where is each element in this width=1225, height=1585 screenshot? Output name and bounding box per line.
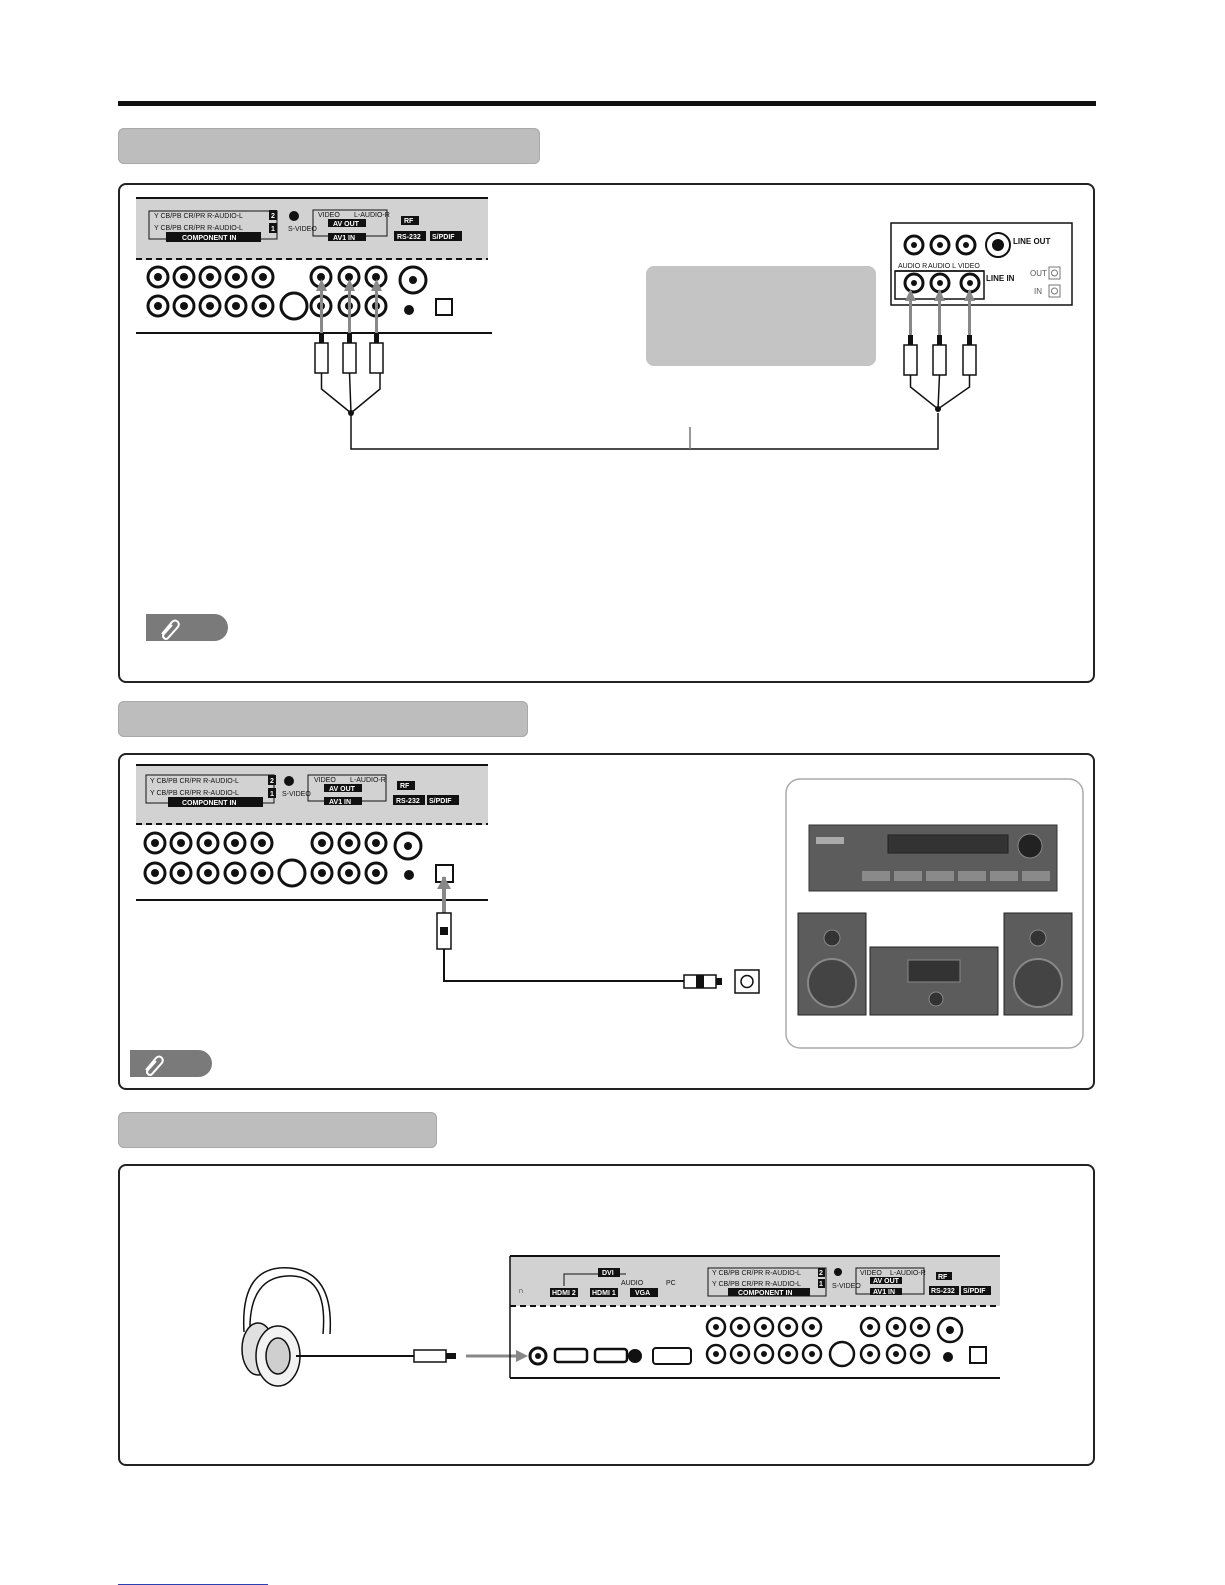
note-icon-badge [146,614,228,641]
rf-label-s3: RF [938,1274,948,1281]
vcr-rear-panel: LINE OUT AUDIO R AUDIO L VIDEO LINE IN O… [890,222,1073,306]
vga-port [652,1347,692,1365]
av1-in-label: AV1 IN [333,235,355,242]
section-tab-headphone [118,1112,437,1148]
rs232-label-s2: RS-232 [396,798,420,805]
headphone-jack-symbol: ∩ [518,1286,524,1295]
audio-port [628,1349,642,1363]
hdmi2-label: HDMI 2 [552,1290,576,1297]
headphone-diagram: ∩ HDMI 2 HDMI 1 DVI AUDIO PC VGA Y CB/PB… [241,1255,1000,1387]
spdif-label: S/PDIF [432,234,455,241]
rs232-label-s3: RS-232 [931,1288,955,1295]
out-label: OUT [1030,269,1047,278]
optical-port-s3 [969,1346,987,1364]
panel-av-out: Y CB/PB CR/PR R-AUDIO-L Y CB/PB CR/PR R-… [118,183,1095,683]
num-1-label: 1 [271,226,275,233]
component-col-labels: Y CB/PB CR/PR R-AUDIO-L [154,213,243,220]
headphone-symbol-icon [289,211,299,221]
av-out-label: AV OUT [333,221,360,228]
jack-row-top [146,265,428,321]
headphone-plug [413,1349,447,1363]
top-rule [118,101,1096,106]
section-tab-av-out [118,128,540,164]
svg-text:Y CB/PB CR/PR R-AUDIO: Y CB/PB CR/PR R-AUDIO-L [712,1281,801,1288]
optical-cable [436,876,760,994]
audio-l-label: AUDIO L [928,263,956,270]
video-label-s2: VIDEO [314,777,336,784]
paperclip-icon-2 [145,1055,164,1076]
audio-system-illustration [785,778,1084,1049]
av1-in-label-s2: AV1 IN [329,799,351,806]
rf-label-s2: RF [400,783,410,790]
tv-rear-panel-full: ∩ HDMI 2 HDMI 1 DVI AUDIO PC VGA Y CB/PB… [509,1255,1000,1379]
dvi-label: DVI [602,1270,614,1277]
audio-label: AUDIO [621,1280,644,1287]
paperclip-icon [161,619,180,640]
av-out-label-s3: AV OUT [873,1278,900,1285]
device-label-box [646,266,876,366]
av-out-diagram: Y CB/PB CR/PR R-AUDIO-L Y CB/PB CR/PR R-… [136,197,1073,450]
num-1-label-s3: 1 [819,1281,823,1288]
rs232-label: RS-232 [397,234,421,241]
tv-rear-panel: Y CB/PB CR/PR R-AUDIO-L Y CB/PB CR/PR R-… [136,197,492,334]
num-2-label-s2: 2 [270,778,274,785]
panel-spdif: Y CB/PB CR/PR R-AUDIO-L Y CB/PB CR/PR R-… [118,753,1095,1090]
spdif-diagram: Y CB/PB CR/PR R-AUDIO-L Y CB/PB CR/PR R-… [136,764,1084,1049]
num-2-label: 2 [271,213,275,220]
line-out-label: LINE OUT [1013,237,1050,246]
s-video-label-s2: S-VIDEO [282,791,311,798]
vcr-video-label: VIDEO [958,263,980,270]
rca-cable-tv-side [314,279,939,450]
svg-text:Y CB/PB CR/PR R-AU: Y CB/PB CR/PR R-AUDIO-L [154,225,243,232]
audio-lr-label: L-AUDIO-R [354,212,390,219]
hdmi1-label: HDMI 1 [592,1290,616,1297]
panel-headphone: ∩ HDMI 2 HDMI 1 DVI AUDIO PC VGA Y CB/PB… [118,1164,1095,1466]
spdif-label-s2: S/PDIF [429,798,452,805]
line-in-label: LINE IN [986,274,1015,283]
s-video-label: S-VIDEO [288,226,317,233]
component-in-label-s3: COMPONENT IN [738,1290,792,1297]
svg-text:Y CB/PB CR/PR R-AU: Y CB/PB CR/PR R-AUDIO-L [150,778,239,785]
optical-port [435,298,453,316]
rca-cable-vcr-side [903,289,977,412]
rf-label: RF [404,218,414,225]
video-label: VIDEO [318,212,340,219]
svg-text:Y CB/PB CR/PR R-AUDIO: Y CB/PB CR/PR R-AUDIO-L [712,1270,801,1277]
video-label-s3: VIDEO [860,1270,882,1277]
av1-in-label-s3: AV1 IN [873,1289,895,1296]
section-tab-spdif [118,701,528,737]
audio-lr-label-s2: L-AUDIO-R [350,777,386,784]
headphones-icon [241,1267,414,1387]
audio-r-label: AUDIO R [898,263,927,270]
note-icon-badge-2 [130,1050,212,1077]
hdmi2-port [553,1347,589,1364]
s-video-label-s3: S-VIDEO [832,1283,861,1290]
component-in-label: COMPONENT IN [182,235,236,242]
svg-text:Y CB/PB CR/PR R-AU: Y CB/PB CR/PR R-AUDIO-L [150,790,239,797]
vga-label: VGA [635,1290,650,1297]
headphone-symbol-icon-s2 [284,776,294,786]
num-2-label-s3: 2 [819,1270,823,1277]
tv-rear-panel-2: Y CB/PB CR/PR R-AUDIO-L Y CB/PB CR/PR R-… [136,764,488,901]
av-out-label-s2: AV OUT [329,786,356,793]
in-label: IN [1034,287,1042,296]
audio-lr-label-s3: L-AUDIO-R [890,1270,926,1277]
spdif-label-s3: S/PDIF [963,1288,986,1295]
hdmi1-port [593,1347,629,1364]
num-1-label-s2: 1 [270,791,274,798]
component-in-label-s2: COMPONENT IN [182,800,236,807]
pc-label: PC [666,1280,676,1287]
